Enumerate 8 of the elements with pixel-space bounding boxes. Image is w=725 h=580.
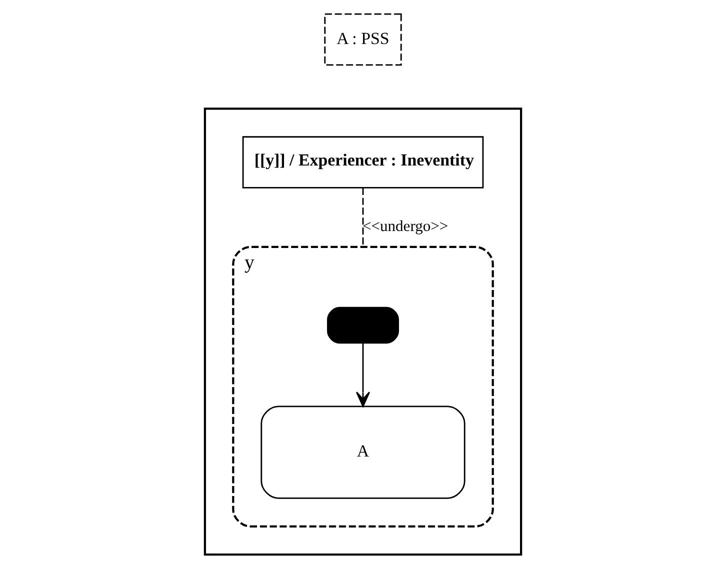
edge-label: <<undergo>> — [362, 218, 448, 236]
node-box: [[y]] / Experiencer : Ineventity — [242, 136, 484, 188]
node-box: A — [260, 406, 465, 499]
connector — [362, 188, 364, 247]
arrow — [355, 342, 370, 407]
node-box: A : PSS — [324, 13, 402, 66]
cluster — [203, 108, 522, 556]
node-box — [326, 306, 398, 344]
